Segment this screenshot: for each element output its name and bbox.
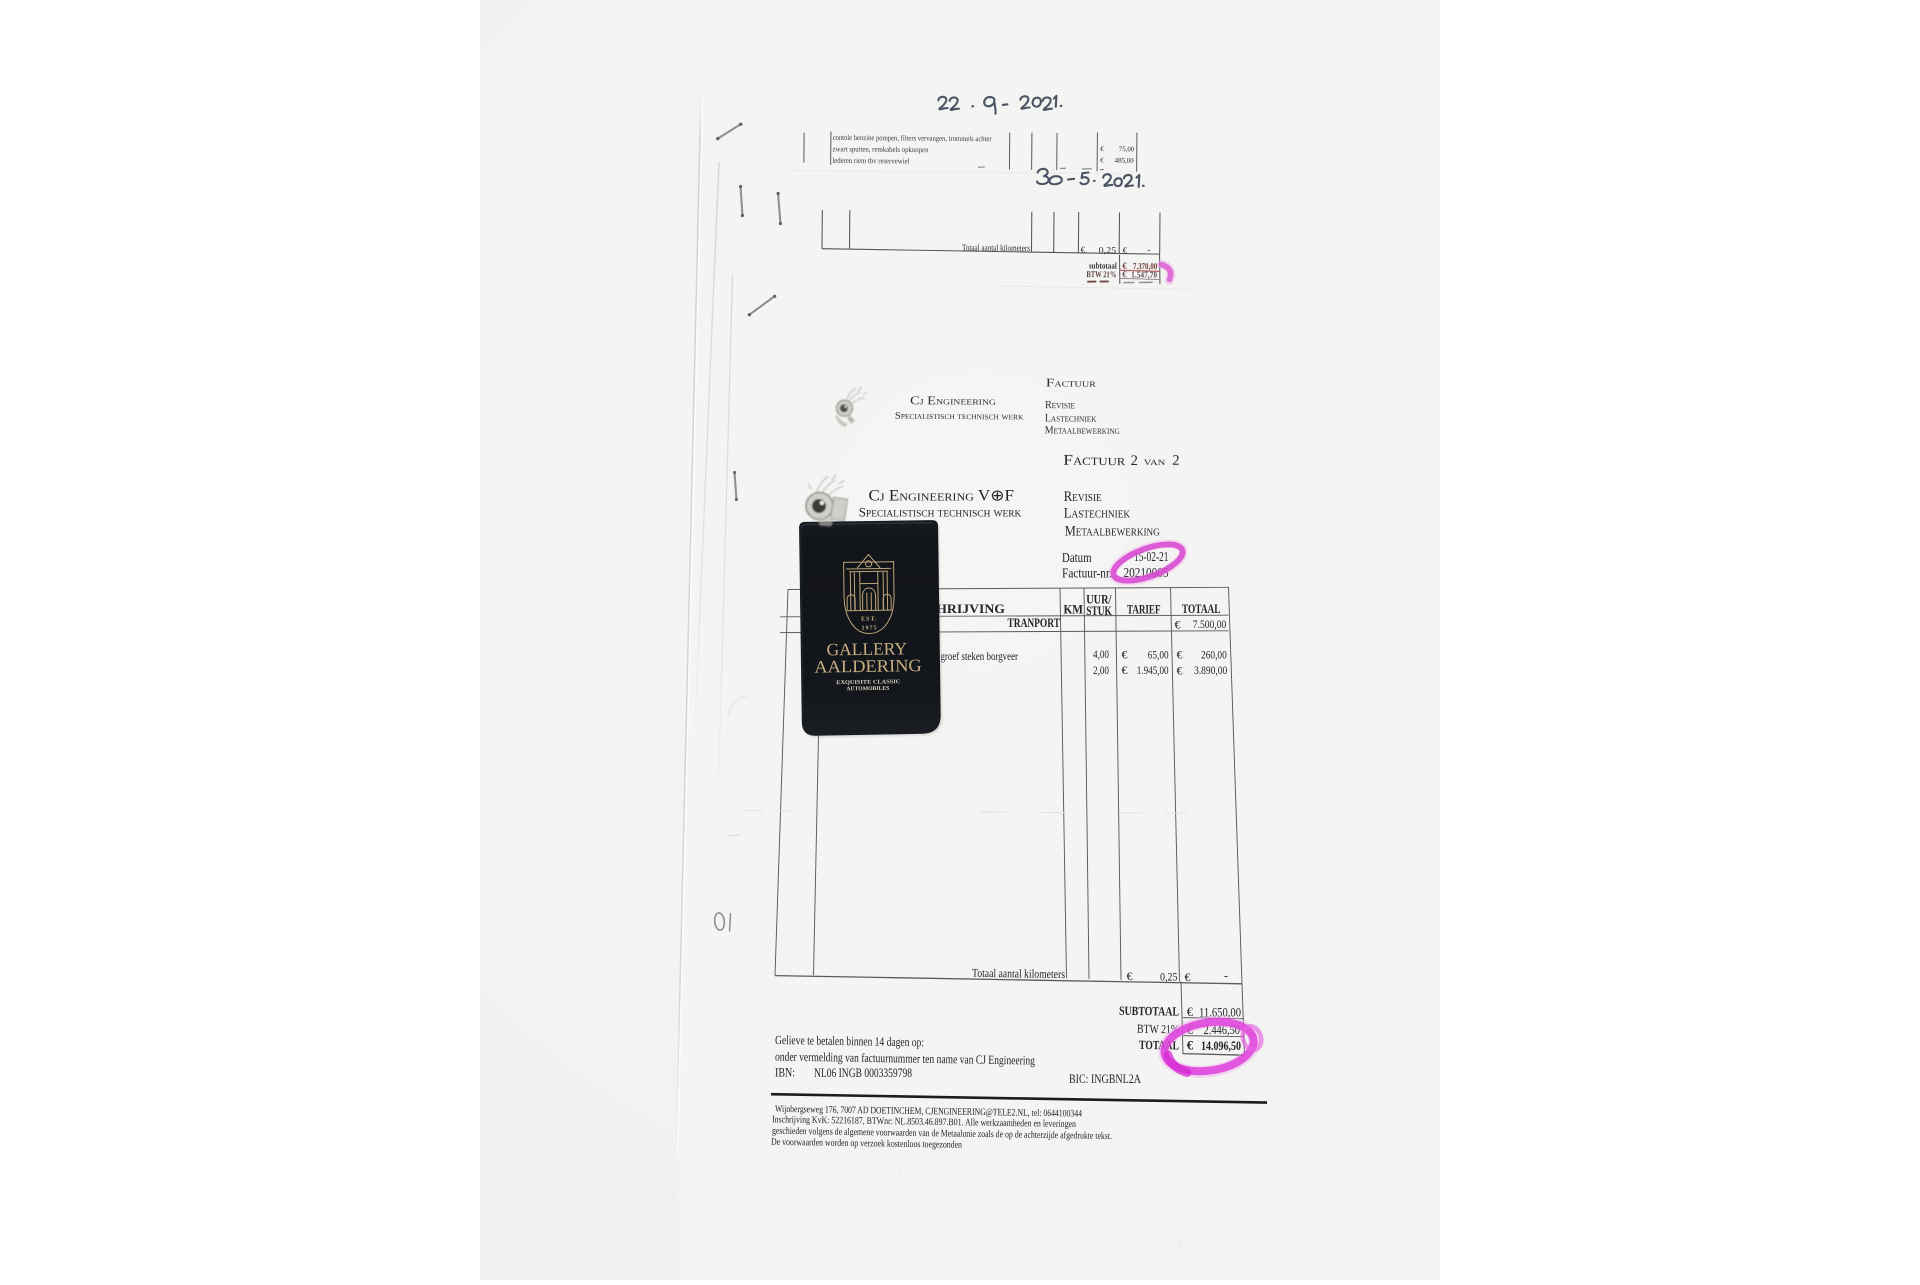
svg-text:TOTAAL: TOTAAL: [1182, 602, 1221, 616]
svg-text:1.945,00: 1.945,00: [1137, 663, 1169, 677]
svg-text:UUR/: UUR/: [1086, 592, 1112, 606]
svg-text:€: €: [1177, 648, 1183, 662]
svg-text:65,00: 65,00: [1148, 647, 1169, 661]
svg-text:EST.: EST.: [861, 616, 877, 622]
svg-text:4,00: 4,00: [1093, 647, 1109, 661]
svg-text:Lastechniek: Lastechniek: [1045, 412, 1097, 424]
svg-text:€: €: [1175, 617, 1181, 631]
svg-text:Factuur: Factuur: [1046, 375, 1097, 389]
svg-text:Lastechniek: Lastechniek: [1064, 506, 1131, 522]
svg-text:€: €: [1187, 1005, 1193, 1019]
svg-text:zwart spuiten, remkabels opkno: zwart spuiten, remkabels opknopen: [832, 144, 928, 154]
svg-text:Specialistisch technisch werk: Specialistisch technisch werk: [859, 505, 1022, 519]
svg-text:7.370,00: 7.370,00: [1133, 261, 1158, 271]
svg-text:geschieden volgens de algemene: geschieden volgens de algemene voorwaard…: [772, 1126, 1112, 1142]
svg-text:485,00: 485,00: [1115, 156, 1135, 164]
svg-text:Wijnbergseweg 176, 7007 AD DOE: Wijnbergseweg 176, 7007 AD DOETINCHEM, C…: [775, 1104, 1082, 1120]
svg-text:-: -: [1224, 969, 1228, 983]
svg-text:2: 2: [1172, 453, 1179, 469]
svg-text:BTW 21%: BTW 21%: [1086, 269, 1116, 279]
svg-text:IBN:: IBN:: [775, 1065, 795, 1079]
svg-text:€: €: [1100, 145, 1104, 153]
svg-text:Gelieve te betalen binnen 14 d: Gelieve te betalen binnen 14 dagen op:: [775, 1033, 924, 1049]
svg-text:€: €: [1177, 663, 1183, 677]
svg-text:1975: 1975: [861, 625, 877, 631]
svg-text:BIC: INGBNL2A: BIC: INGBNL2A: [1069, 1072, 1141, 1086]
svg-text:SUBTOTAAL: SUBTOTAAL: [1119, 1004, 1179, 1019]
svg-text:Metaalbewerking: Metaalbewerking: [1045, 424, 1120, 437]
svg-text:onder vermelding van factuurnu: onder vermelding van factuurnummer ten n…: [775, 1050, 1036, 1068]
svg-text:3.890,00: 3.890,00: [1194, 663, 1227, 677]
svg-text:BTW 21%: BTW 21%: [1137, 1022, 1179, 1037]
svg-text:€: €: [1122, 261, 1127, 271]
svg-text:NL06 INGB 0003359798: NL06 INGB 0003359798: [814, 1066, 912, 1080]
svg-text:€: €: [1185, 970, 1191, 984]
svg-text:75,00: 75,00: [1119, 145, 1135, 153]
svg-text:0,25: 0,25: [1099, 245, 1117, 255]
svg-text:van: van: [1144, 454, 1166, 468]
svg-text:0,25: 0,25: [1160, 969, 1178, 983]
svg-text:KM: KM: [1064, 602, 1084, 616]
svg-text:11.650,00: 11.650,00: [1199, 1005, 1241, 1019]
svg-text:260,00: 260,00: [1201, 647, 1227, 661]
svg-text:€: €: [1100, 156, 1104, 164]
svg-text:EXQUISITE CLASSIC: EXQUISITE CLASSIC: [836, 679, 900, 686]
svg-text:AALDERING: AALDERING: [814, 655, 922, 677]
svg-text:€: €: [1123, 245, 1128, 255]
svg-text:€: €: [1187, 1039, 1194, 1053]
svg-text:€: €: [1081, 245, 1086, 255]
svg-text:2: 2: [1131, 453, 1138, 469]
svg-text:TARIEF: TARIEF: [1127, 603, 1161, 617]
svg-text:subtotaal: subtotaal: [1089, 260, 1117, 270]
svg-text:7.500,00: 7.500,00: [1193, 617, 1227, 631]
svg-text:1.547,70: 1.547,70: [1131, 269, 1157, 279]
svg-text:2,00: 2,00: [1093, 663, 1109, 677]
svg-text:-: -: [1147, 245, 1150, 255]
svg-text:14.096,50: 14.096,50: [1201, 1039, 1241, 1053]
svg-text:Revisie: Revisie: [1045, 399, 1075, 411]
svg-text:€: €: [1122, 269, 1127, 279]
svg-text:GALLERY: GALLERY: [826, 638, 907, 659]
svg-text:, groef steken borgveer: , groef steken borgveer: [936, 649, 1018, 663]
svg-text:€: €: [1122, 648, 1128, 662]
svg-text:€: €: [1122, 663, 1128, 677]
svg-text:Revisie: Revisie: [1064, 489, 1102, 505]
svg-text:Specialistisch technisch werk: Specialistisch technisch werk: [895, 411, 1024, 423]
svg-text:De voorwaarden worden op verzo: De voorwaarden worden op verzoek kostenl…: [771, 1137, 962, 1151]
svg-text:Metaalbewerking: Metaalbewerking: [1065, 523, 1160, 539]
svg-text:Cj Engineering: Cj Engineering: [910, 393, 996, 408]
svg-text:Factuur: Factuur: [1063, 453, 1126, 470]
svg-text:contole benzine pompen, filter: contole benzine pompen, filters vervange…: [833, 133, 992, 143]
svg-text:Totaal aantal kilometers: Totaal aantal kilometers: [962, 242, 1030, 253]
svg-text:STUK: STUK: [1086, 604, 1112, 618]
svg-text:lederen riem tbv reservewiel: lederen riem tbv reservewiel: [832, 156, 909, 166]
svg-text:Cj Engineering V⊕F: Cj Engineering V⊕F: [869, 488, 1015, 505]
svg-text:Totaal aantal kilometers: Totaal aantal kilometers: [972, 966, 1065, 981]
svg-text:€: €: [1127, 969, 1133, 983]
svg-text:Inschrijving KvK: 52216187, BT: Inschrijving KvK: 52216187, BTWnr: NL.85…: [772, 1114, 1076, 1130]
svg-text:TRANPORT: TRANPORT: [1008, 616, 1061, 630]
svg-text:Factuur-nr.: Factuur-nr.: [1062, 565, 1112, 580]
svg-text:AUTOMOBILES: AUTOMOBILES: [846, 686, 889, 693]
svg-text:Datum: Datum: [1062, 550, 1092, 565]
